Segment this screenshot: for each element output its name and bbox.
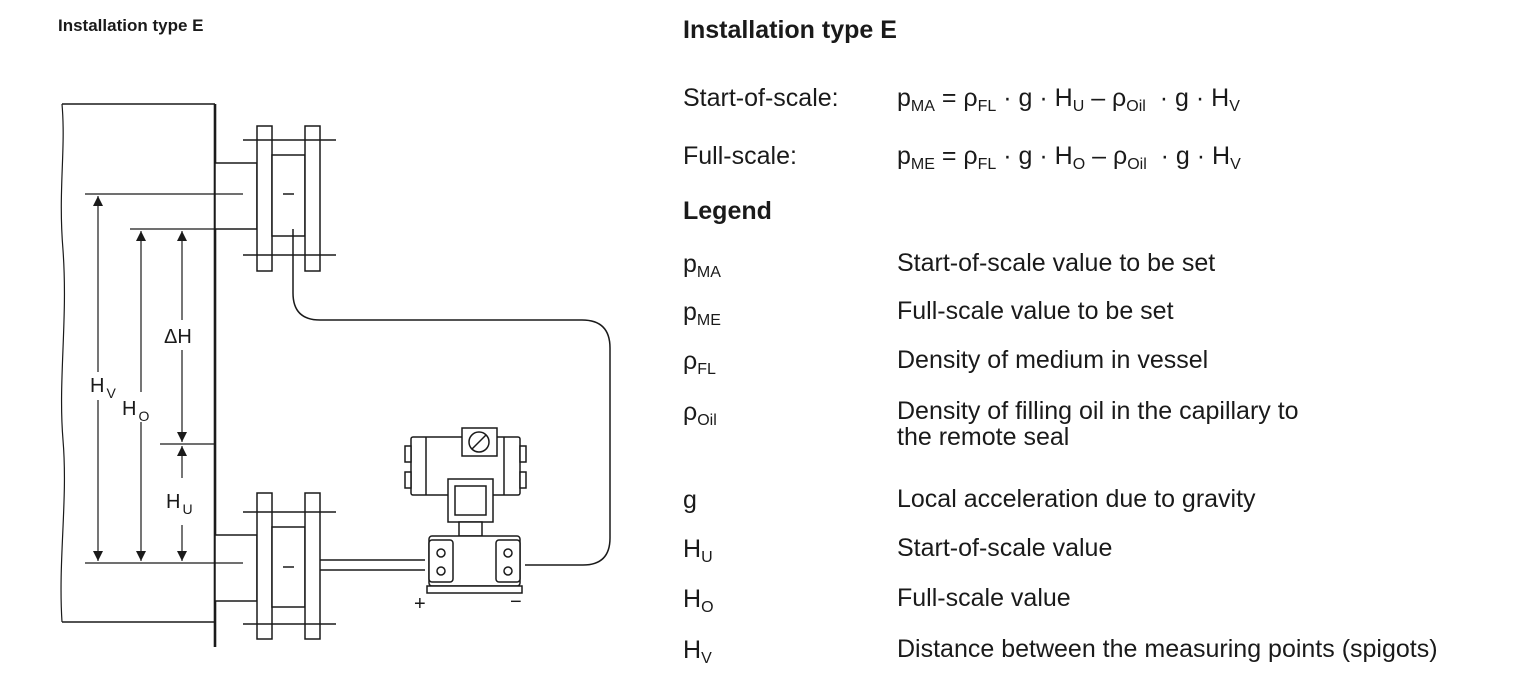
- formula-subscript: U: [1072, 98, 1085, 115]
- formula-part: · g · H: [996, 142, 1073, 170]
- formula-part: · g · H: [1145, 84, 1230, 112]
- legend-heading: Legend: [683, 197, 772, 225]
- formula-subscript: FL: [977, 156, 997, 173]
- formula-subscript: O: [1072, 156, 1086, 173]
- legend-description: Start-of-scale value: [897, 535, 1112, 561]
- formula-expression: pMA = ρFL · g · HU – ρOil · g · HV: [897, 84, 1240, 115]
- legend-description: Density of medium in vessel: [897, 347, 1208, 373]
- legend-symbol: HV: [683, 636, 712, 667]
- legend-subscript: MA: [696, 264, 721, 281]
- dimension-lines: [85, 193, 243, 564]
- legend-description: Full-scale value to be set: [897, 298, 1174, 324]
- label-delta-h: ΔH: [164, 326, 192, 348]
- legend-subscript: V: [701, 650, 712, 667]
- formula-subscript: Oil: [1127, 156, 1147, 173]
- formula-subscript: Oil: [1126, 98, 1146, 115]
- formula-part: p: [897, 142, 911, 170]
- legend-symbol: HU: [683, 535, 713, 566]
- formula-part: · g · H: [1146, 142, 1231, 170]
- formula-expression: pME = ρFL · g · HO – ρOil · g · HV: [897, 142, 1241, 173]
- legend-symbol: g: [683, 486, 697, 514]
- formula-subscript: V: [1230, 156, 1241, 173]
- legend-subscript: O: [701, 599, 714, 616]
- formula-subscript: FL: [977, 98, 997, 115]
- legend-description-line: Density of filling oil in the capillary …: [897, 397, 1299, 425]
- upper-flange: [214, 125, 336, 272]
- legend-description-line: Start-of-scale value to be set: [897, 249, 1216, 277]
- formula-subscript: MA: [910, 98, 935, 115]
- legend-description: Local acceleration due to gravity: [897, 486, 1256, 512]
- legend-description-line: Distance between the measuring points (s…: [897, 635, 1438, 663]
- legend-description-line: Full-scale value: [897, 584, 1071, 612]
- legend-subscript: FL: [697, 361, 716, 378]
- legend-description-line: Density of medium in vessel: [897, 346, 1209, 374]
- legend-symbol: pMA: [683, 250, 721, 281]
- legend-description-line: Local acceleration due to gravity: [897, 485, 1256, 513]
- formula-part: – ρ: [1085, 142, 1128, 170]
- legend-subscript: Oil: [697, 412, 717, 429]
- dimension-arrows: [93, 196, 187, 561]
- legend-subscript: U: [701, 549, 713, 566]
- formula-part: = ρ: [934, 142, 978, 170]
- legend-symbol: ρOil: [683, 398, 717, 429]
- legend-description: Start-of-scale value to be set: [897, 250, 1215, 276]
- vessel: [60, 103, 217, 647]
- legend-description: Full-scale value: [897, 585, 1071, 611]
- legend-symbol: pME: [683, 298, 721, 329]
- formula-label: Full-scale:: [683, 142, 797, 170]
- lower-flange: [214, 492, 336, 640]
- legend-description: Distance between the measuring points (s…: [897, 636, 1438, 662]
- diagram-title: Installation type E: [58, 16, 204, 35]
- formula-part: · g · H: [996, 84, 1073, 112]
- label-minus: −: [510, 591, 522, 613]
- formula-subscript: ME: [910, 156, 935, 173]
- formula-subscript: V: [1229, 98, 1240, 115]
- capillary-line: [292, 252, 611, 571]
- legend-description: Density of filling oil in the capillary …: [897, 398, 1299, 450]
- transmitter: [404, 427, 527, 594]
- legend-description-line: Full-scale value to be set: [897, 297, 1174, 325]
- formula-part: – ρ: [1084, 84, 1127, 112]
- legend-description-line: Start-of-scale value: [897, 534, 1113, 562]
- formula-part: = ρ: [934, 84, 978, 112]
- legend-symbol: ρFL: [683, 347, 716, 378]
- label-plus: +: [414, 593, 426, 615]
- formula-part: p: [897, 84, 911, 112]
- legend-subscript: ME: [696, 312, 721, 329]
- legend-symbol: HO: [683, 585, 714, 616]
- panel-title: Installation type E: [683, 16, 897, 44]
- legend-description-line: the remote seal: [897, 423, 1070, 451]
- formula-label: Start-of-scale:: [683, 84, 839, 112]
